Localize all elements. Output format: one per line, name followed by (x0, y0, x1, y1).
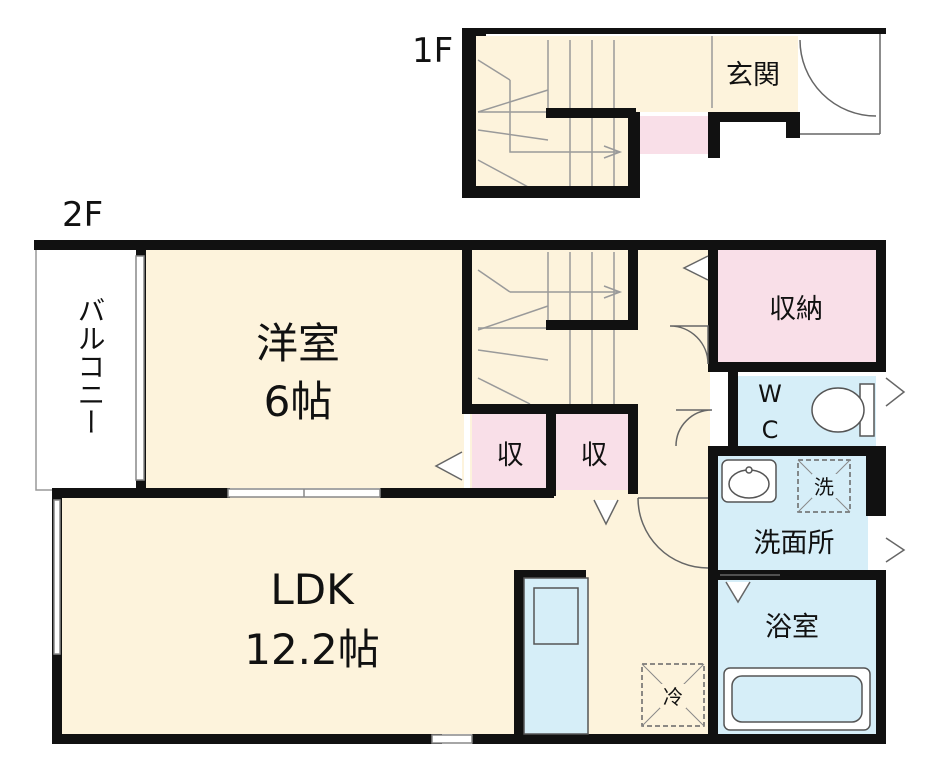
toilet (811, 383, 875, 437)
floor-label-2f: 2F (62, 195, 103, 235)
genkan-label: 玄関 (726, 60, 780, 91)
ldk-name: LDK (270, 565, 355, 614)
storage-small-2-label: 収 (581, 440, 608, 471)
bath-label: 浴室 (765, 612, 819, 643)
entry-door[interactable] (799, 34, 881, 135)
storage-small-1-floor (472, 412, 548, 490)
western-room-floor (146, 248, 464, 488)
floor-1f: 1F (412, 28, 886, 198)
storage-small-1-label: 収 (497, 440, 524, 471)
floor-2f: 2F (34, 195, 906, 744)
washroom-label: 洗面所 (754, 528, 835, 559)
balcony-label: バルコニー (74, 296, 107, 436)
wc-label-c: C (762, 416, 779, 444)
genkan-floor (712, 36, 794, 108)
1f-walls (462, 28, 886, 198)
western-room-name: 洋室 (256, 319, 340, 368)
windows (53, 255, 473, 744)
ldk-size: 12.2帖 (244, 625, 380, 674)
bathtub (723, 667, 871, 731)
storage-small-2-floor (556, 412, 632, 490)
wc-label-w: W (758, 380, 782, 408)
washer-mark: 洗 (814, 475, 834, 499)
western-room-size: 6帖 (264, 377, 333, 426)
wash-basin (721, 459, 777, 503)
storage-large-label: 収納 (769, 294, 823, 325)
interior-doors (637, 325, 780, 576)
fridge-space: 冷 (641, 663, 705, 727)
door-triangles (434, 255, 906, 604)
1f-staircase (477, 40, 630, 189)
1f-storage (636, 116, 710, 154)
kitchen-counter (523, 577, 589, 735)
fridge-mark: 冷 (663, 685, 683, 709)
ldk-floor (60, 494, 710, 734)
floor-label-1f: 1F (412, 31, 453, 71)
balcony-floor (35, 245, 141, 491)
storage-large-floor (716, 250, 878, 368)
washer-space: 洗 (797, 459, 851, 513)
